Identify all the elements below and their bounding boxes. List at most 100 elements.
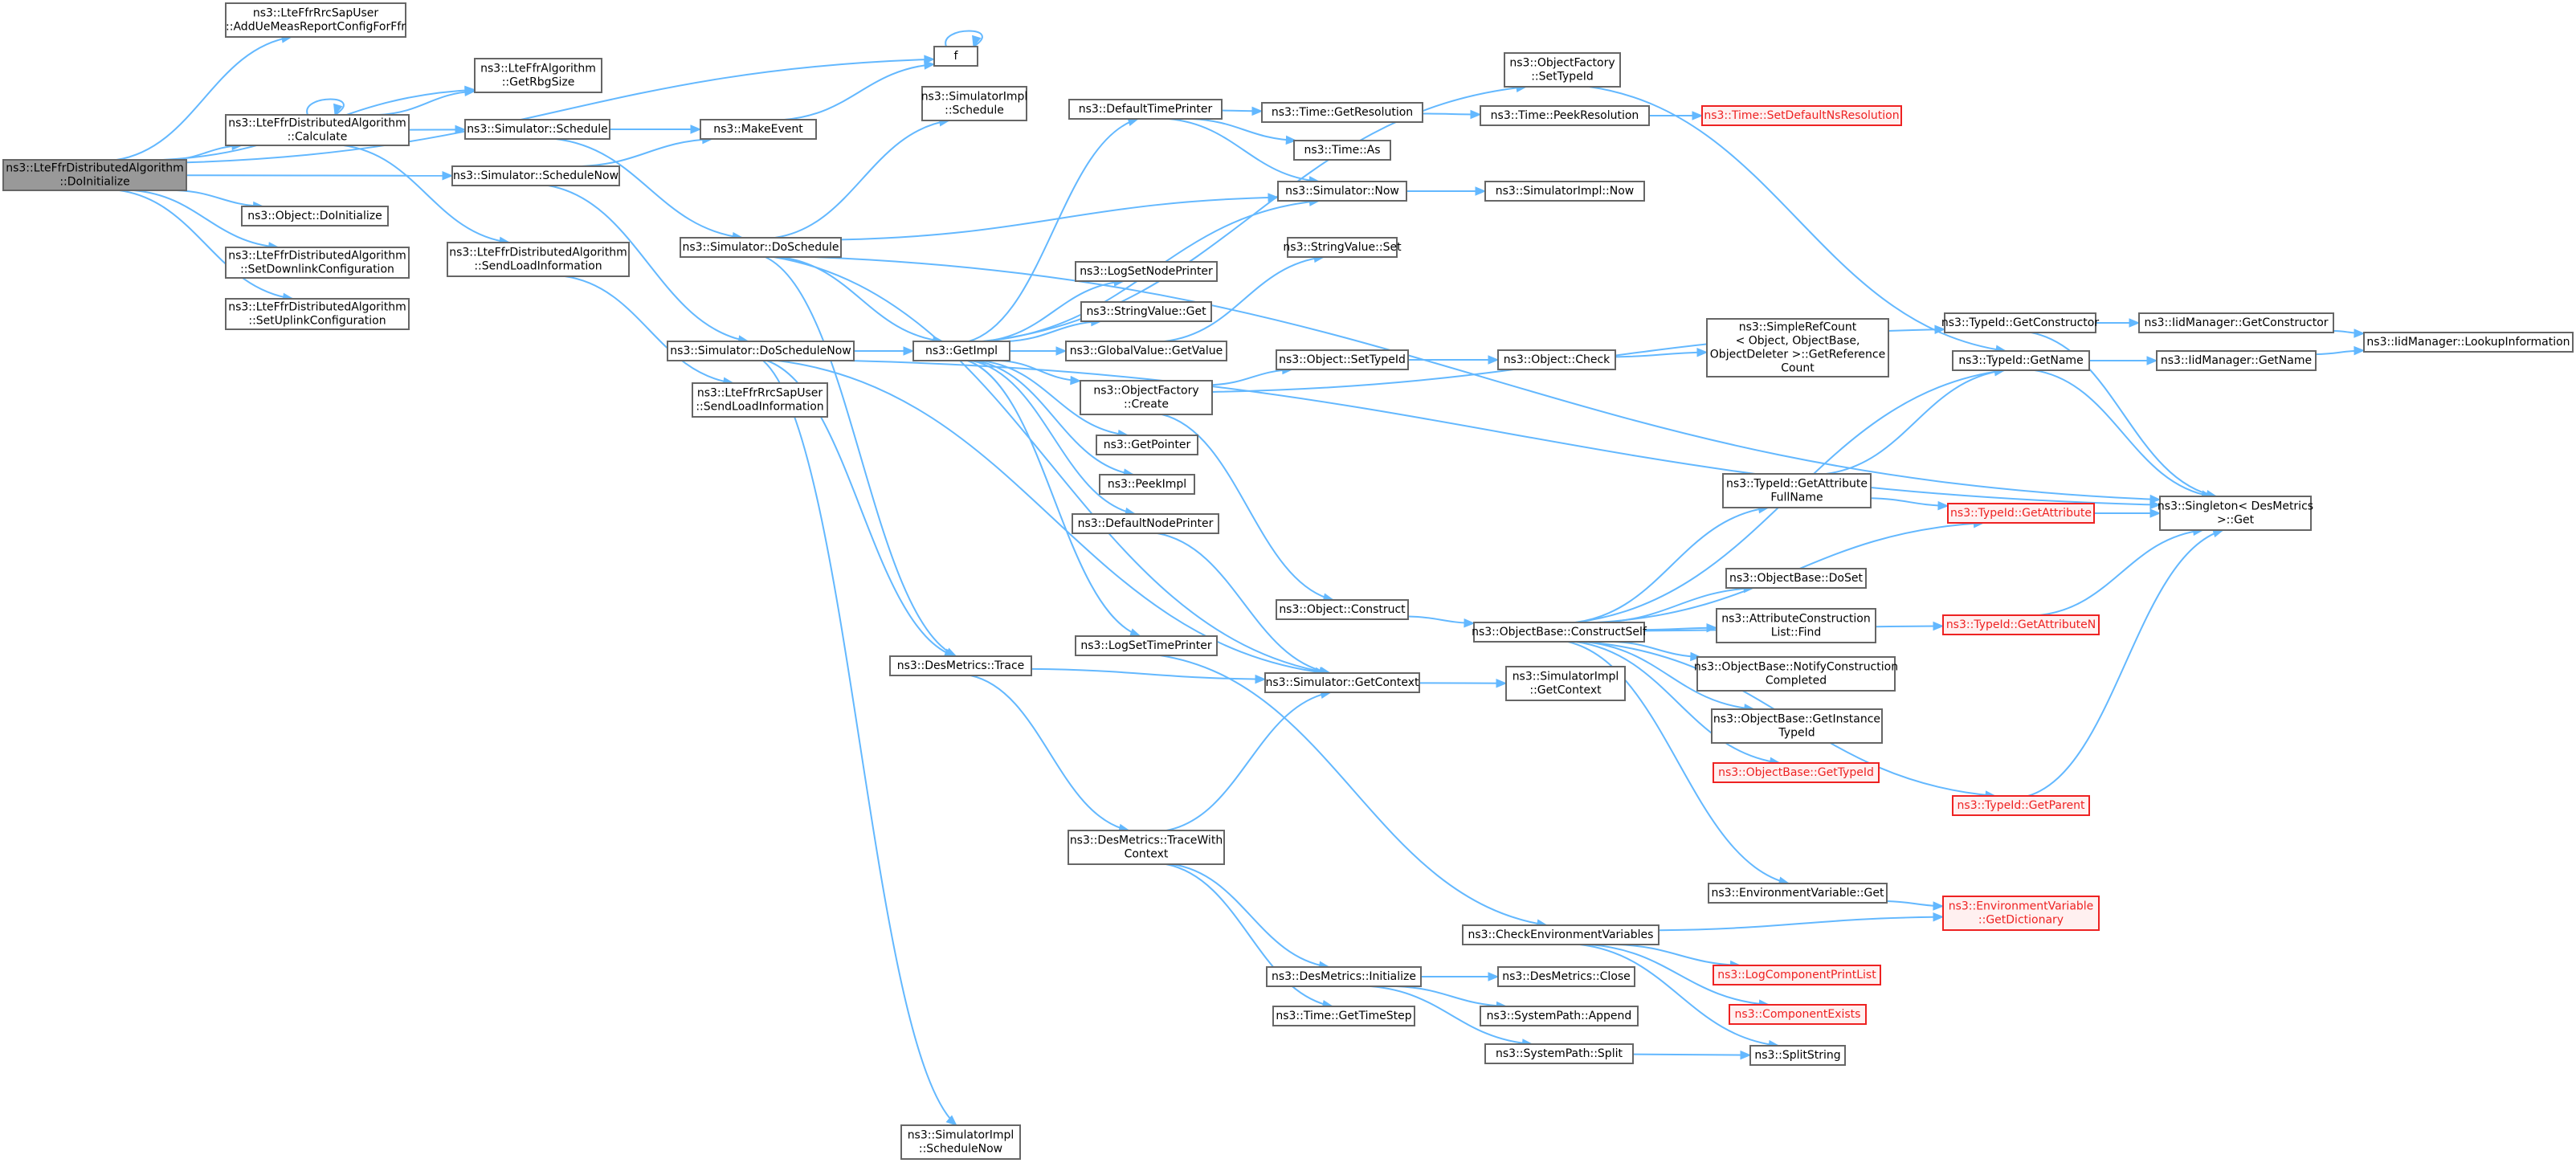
node-iidlookup[interactable]: ns3::IidManager::LookupInformation [2363, 332, 2574, 353]
node-implgetctx[interactable]: ns3::SimulatorImpl::GetContext [1505, 666, 1626, 701]
node-calc[interactable]: ns3::LteFfrDistributedAlgorithm::Calcula… [225, 114, 410, 146]
node-obnotify[interactable]: ns3::ObjectBase::NotifyConstructionCompl… [1694, 656, 1898, 692]
node-sapsendload[interactable]: ns3::LteFfrRrcSapUser::SendLoadInformati… [692, 382, 828, 418]
node-box [1947, 503, 2095, 524]
node-objfactcreate[interactable]: ns3::ObjectFactory::Create [1080, 380, 1213, 415]
node-objfactsettype[interactable]: ns3::ObjectFactory::SetTypeId [1504, 52, 1621, 88]
node-schedule[interactable]: ns3::Simulator::Schedule [464, 119, 610, 140]
node-strvalget[interactable]: ns3::StringValue::Get [1080, 301, 1212, 322]
node-objdoinit[interactable]: ns3::Object::DoInitialize [241, 206, 389, 226]
node-singleton[interactable]: ns3::Singleton< DesMetrics>::Get [2158, 496, 2313, 531]
node-obdoset[interactable]: ns3::ObjectBase::DoSet [1725, 568, 1867, 589]
node-f[interactable]: f [933, 46, 978, 67]
node-typegetname[interactable]: ns3::TypeId::GetName [1952, 350, 2090, 371]
node-objcheck[interactable]: ns3::Object::Check [1497, 349, 1616, 370]
node-sysappend[interactable]: ns3::SystemPath::Append [1480, 1006, 1639, 1026]
call-edge-checkenv-to-envgetdict [1658, 912, 1945, 932]
node-envgetdict[interactable]: ns3::EnvironmentVariable::GetDictionary [1942, 896, 2100, 931]
node-getrbg[interactable]: ns3::LteFfrAlgorithm::GetRbgSize [474, 58, 602, 93]
node-implnow[interactable]: ns3::SimulatorImpl::Now [1484, 181, 1645, 202]
node-logcomplist[interactable]: ns3::LogComponentPrintList [1713, 965, 1881, 985]
node-label-line: ns3::Simulator::Now [1285, 185, 1399, 198]
node-simplerefcount[interactable]: ns3::SimpleRefCount< Object, ObjectBase,… [1706, 318, 1889, 377]
node-timepeekres[interactable]: ns3::Time::PeekResolution [1480, 105, 1650, 126]
node-label-line: ns3::Simulator::GetContext [1265, 676, 1419, 689]
node-box [241, 206, 389, 226]
node-deftimeprinter[interactable]: ns3::DefaultTimePrinter [1068, 99, 1223, 120]
node-box [1696, 656, 1896, 692]
node-checkenv[interactable]: ns3::CheckEnvironmentVariables [1462, 924, 1659, 945]
node-defnodeprinter[interactable]: ns3::DefaultNodePrinter [1072, 513, 1219, 534]
node-typegetctor[interactable]: ns3::TypeId::GetConstructor [1941, 312, 2099, 333]
node-addue[interactable]: ns3::LteFfrRrcSapUser::AddUeMeasReportCo… [225, 2, 406, 38]
node-label-line: FullName [1770, 492, 1823, 504]
node-simnow[interactable]: ns3::Simulator::Now [1277, 181, 1407, 202]
node-iidgetctor[interactable]: ns3::IidManager::GetConstructor [2138, 312, 2334, 333]
node-logsetnode[interactable]: ns3::LogSetNodePrinter [1075, 261, 1218, 282]
node-implschedule[interactable]: ns3::SimulatorImpl::Schedule [921, 86, 1028, 121]
node-label-line: ObjectDeleter >::GetReference [1710, 349, 1885, 361]
node-sendload[interactable]: ns3::LteFfrDistributedAlgorithm::SendLoa… [447, 242, 630, 277]
node-iidgetname[interactable]: ns3::IidManager::GetName [2156, 350, 2317, 371]
node-label-line: ns3::CheckEnvironmentVariables [1468, 928, 1654, 941]
node-typegetparent[interactable]: ns3::TypeId::GetParent [1952, 795, 2090, 816]
node-label-line: ns3::Simulator::DoSchedule [683, 241, 839, 254]
node-logsettime[interactable]: ns3::LogSetTimePrinter [1075, 635, 1218, 656]
node-getimpl[interactable]: ns3::GetImpl [912, 341, 1010, 361]
node-typegetattrn[interactable]: ns3::TypeId::GetAttributeN [1942, 614, 2100, 635]
node-box [1480, 1006, 1639, 1026]
node-getpointer[interactable]: ns3::GetPointer [1096, 435, 1198, 455]
node-box [1075, 261, 1218, 282]
node-globalget[interactable]: ns3::GlobalValue::GetValue [1065, 341, 1227, 361]
node-schedulenow[interactable]: ns3::Simulator::ScheduleNow [451, 165, 620, 186]
node-timeas[interactable]: ns3::Time::As [1293, 140, 1391, 161]
node-typegetattr[interactable]: ns3::TypeId::GetAttribute [1947, 503, 2095, 524]
node-box [1497, 966, 1635, 987]
node-setul[interactable]: ns3::LteFfrDistributedAlgorithm::SetUpli… [225, 298, 410, 330]
node-box [1266, 966, 1422, 987]
node-desinit[interactable]: ns3::DesMetrics::Initialize [1266, 966, 1422, 987]
call-edge-sendload-to-sapsendload [564, 275, 735, 386]
node-label-line: ns3::Simulator::DoScheduleNow [670, 345, 851, 357]
node-strvalset[interactable]: ns3::StringValue::Set [1283, 237, 1402, 258]
node-implschedulenow[interactable]: ns3::SimulatorImpl::ScheduleNow [900, 1124, 1021, 1160]
node-constructself[interactable]: ns3::ObjectBase::ConstructSelf [1472, 622, 1647, 643]
node-setdl[interactable]: ns3::LteFfrDistributedAlgorithm::SetDown… [225, 247, 410, 279]
node-label-line: ns3::TypeId::GetAttribute [1950, 507, 2092, 520]
node-root[interactable]: ns3::LteFfrDistributedAlgorithm::DoIniti… [2, 159, 187, 191]
call-edge-makeevent-to-f [784, 60, 936, 120]
node-obgettype[interactable]: ns3::ObjectBase::GetTypeId [1713, 762, 1880, 783]
node-objconstruct[interactable]: ns3::Object::Construct [1276, 599, 1409, 620]
call-edge-doschedulenow-to-singleton [848, 360, 2162, 510]
node-makeevent[interactable]: ns3::MakeEvent [700, 119, 817, 140]
node-label-line: >::Get [2217, 514, 2255, 527]
node-label-line: ns3::TypeId::GetAttributeN [1946, 618, 2096, 631]
node-peekimpl[interactable]: ns3::PeekImpl [1099, 474, 1195, 495]
node-syssplit[interactable]: ns3::SystemPath::Split [1484, 1043, 1634, 1064]
call-edge-doschedulenow-to-simgetctx [777, 360, 1327, 677]
node-objsettype[interactable]: ns3::Object::SetTypeId [1276, 349, 1409, 370]
node-timegetstep[interactable]: ns3::Time::GetTimeStep [1272, 1006, 1415, 1026]
node-label-line: ::GetContext [1529, 684, 1602, 697]
node-compexists[interactable]: ns3::ComponentExists [1729, 1004, 1867, 1025]
node-envget[interactable]: ns3::EnvironmentVariable::Get [1708, 883, 1888, 904]
node-doschedulenow[interactable]: ns3::Simulator::DoScheduleNow [667, 341, 855, 361]
node-splitstring[interactable]: ns3::SplitString [1749, 1045, 1846, 1066]
node-label-line: ::Schedule [945, 104, 1004, 117]
node-destrace[interactable]: ns3::DesMetrics::Trace [889, 655, 1032, 676]
node-label-line: ns3::ObjectBase::GetTypeId [1718, 766, 1874, 779]
node-box [1099, 474, 1195, 495]
node-simgetctx[interactable]: ns3::Simulator::GetContext [1264, 672, 1420, 693]
node-label-line: ns3::ObjectBase::ConstructSelf [1472, 626, 1647, 639]
node-doschedule[interactable]: ns3::Simulator::DoSchedule [680, 237, 842, 258]
node-box [1276, 599, 1409, 620]
node-setdefns[interactable]: ns3::Time::SetDefaultNsResolution [1701, 105, 1902, 126]
node-box [1505, 666, 1626, 701]
node-desclose[interactable]: ns3::DesMetrics::Close [1497, 966, 1635, 987]
call-edge-simgetctx-to-implgetctx [1419, 678, 1508, 688]
node-timegetres[interactable]: ns3::Time::GetResolution [1261, 102, 1423, 123]
